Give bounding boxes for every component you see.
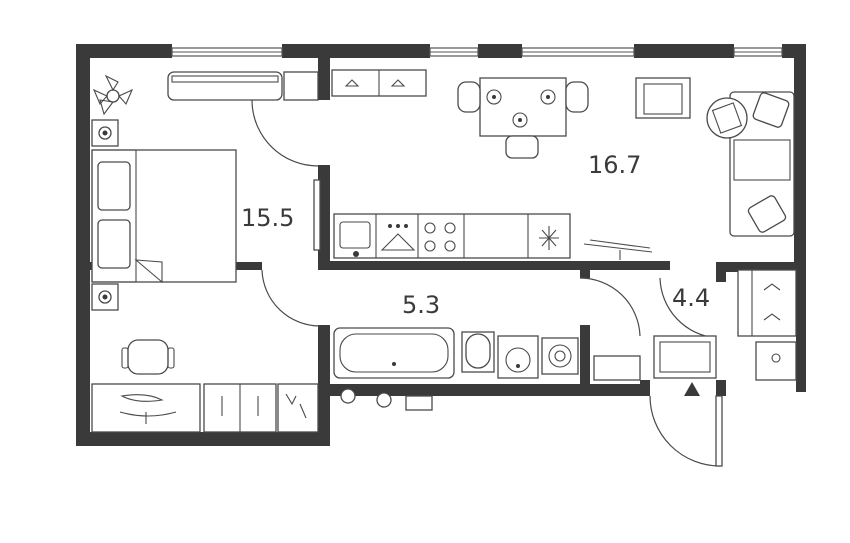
vent-box — [405, 395, 433, 411]
sofa — [729, 91, 795, 237]
wall-bath-hall — [580, 325, 590, 390]
washbasin-icon — [497, 335, 539, 379]
pillow-1 — [97, 161, 131, 211]
fridge-icon — [539, 226, 559, 250]
wall-top-2 — [282, 44, 430, 58]
shoe-cabinet — [755, 341, 797, 381]
area-labels: 15.5 16.7 5.3 4.4 — [241, 151, 710, 319]
bathtub — [333, 327, 455, 379]
entrance-arrow-icon — [684, 382, 700, 396]
wall-top-3 — [478, 44, 522, 58]
desk — [91, 383, 201, 433]
dining-table — [479, 77, 567, 137]
wall-bath-hall-top — [580, 270, 590, 278]
wall-kitchen-bottom — [318, 261, 580, 270]
door-bathroom — [579, 277, 641, 337]
cabinet-small — [277, 383, 319, 433]
door-bedroom-leaf — [313, 179, 321, 251]
windows — [171, 47, 783, 57]
plant-icon — [92, 74, 134, 116]
wall-hall-notch — [716, 262, 726, 282]
door-entrance-leaf — [715, 395, 723, 467]
wall-top-4 — [634, 44, 734, 58]
chair-left — [457, 81, 481, 113]
wall-entry-right — [716, 380, 726, 396]
wall-top-1 — [76, 44, 172, 58]
chair-bottom — [505, 135, 539, 159]
door-bedroom-lower — [261, 269, 321, 327]
hallway-furniture — [593, 269, 797, 396]
area-label-hallway: 4.4 — [672, 284, 710, 312]
wall-kitchen-bottom-2 — [580, 261, 670, 270]
counter-shelf — [583, 239, 653, 260]
bedroom-cabinet — [283, 71, 319, 101]
washing-machine-icon — [541, 337, 579, 375]
wall-bed-kitchen-top — [318, 58, 330, 100]
sink-icon — [339, 221, 371, 257]
wall-bathroom-bottom — [318, 384, 650, 396]
pillow-2 — [97, 219, 131, 269]
desk-chair — [121, 339, 175, 375]
bedroom-radiator — [167, 71, 283, 101]
toilet-icon — [461, 331, 495, 373]
door-entrance — [649, 395, 721, 467]
dishwasher-icon — [380, 224, 416, 251]
hall-wardrobe — [737, 269, 797, 337]
wall-bath-left — [318, 325, 330, 446]
area-label-bedroom: 15.5 — [241, 204, 294, 232]
stove-icon — [424, 222, 456, 252]
coffee-table — [706, 97, 748, 139]
wall-hall-top — [726, 262, 806, 272]
wall-entry-left — [640, 380, 650, 396]
wall-bed-kitchen — [318, 165, 330, 269]
kitchen-counter — [333, 213, 571, 259]
door-bedroom-swing — [251, 99, 319, 167]
wall-right — [794, 44, 806, 272]
area-label-bathroom: 5.3 — [402, 291, 440, 319]
wall-left — [76, 44, 90, 446]
kitchen-furniture — [331, 69, 795, 260]
hall-mirror-stand — [653, 335, 717, 379]
wall-bottom-left — [76, 432, 330, 446]
armchair — [635, 77, 691, 119]
bathroom-furniture — [333, 327, 579, 411]
bedroom-furniture — [91, 71, 319, 433]
area-label-living-kitchen: 16.7 — [588, 151, 641, 179]
chair-right — [565, 81, 589, 113]
hall-bench — [593, 355, 641, 381]
doors — [251, 99, 723, 467]
wall-hall-right — [796, 262, 806, 392]
